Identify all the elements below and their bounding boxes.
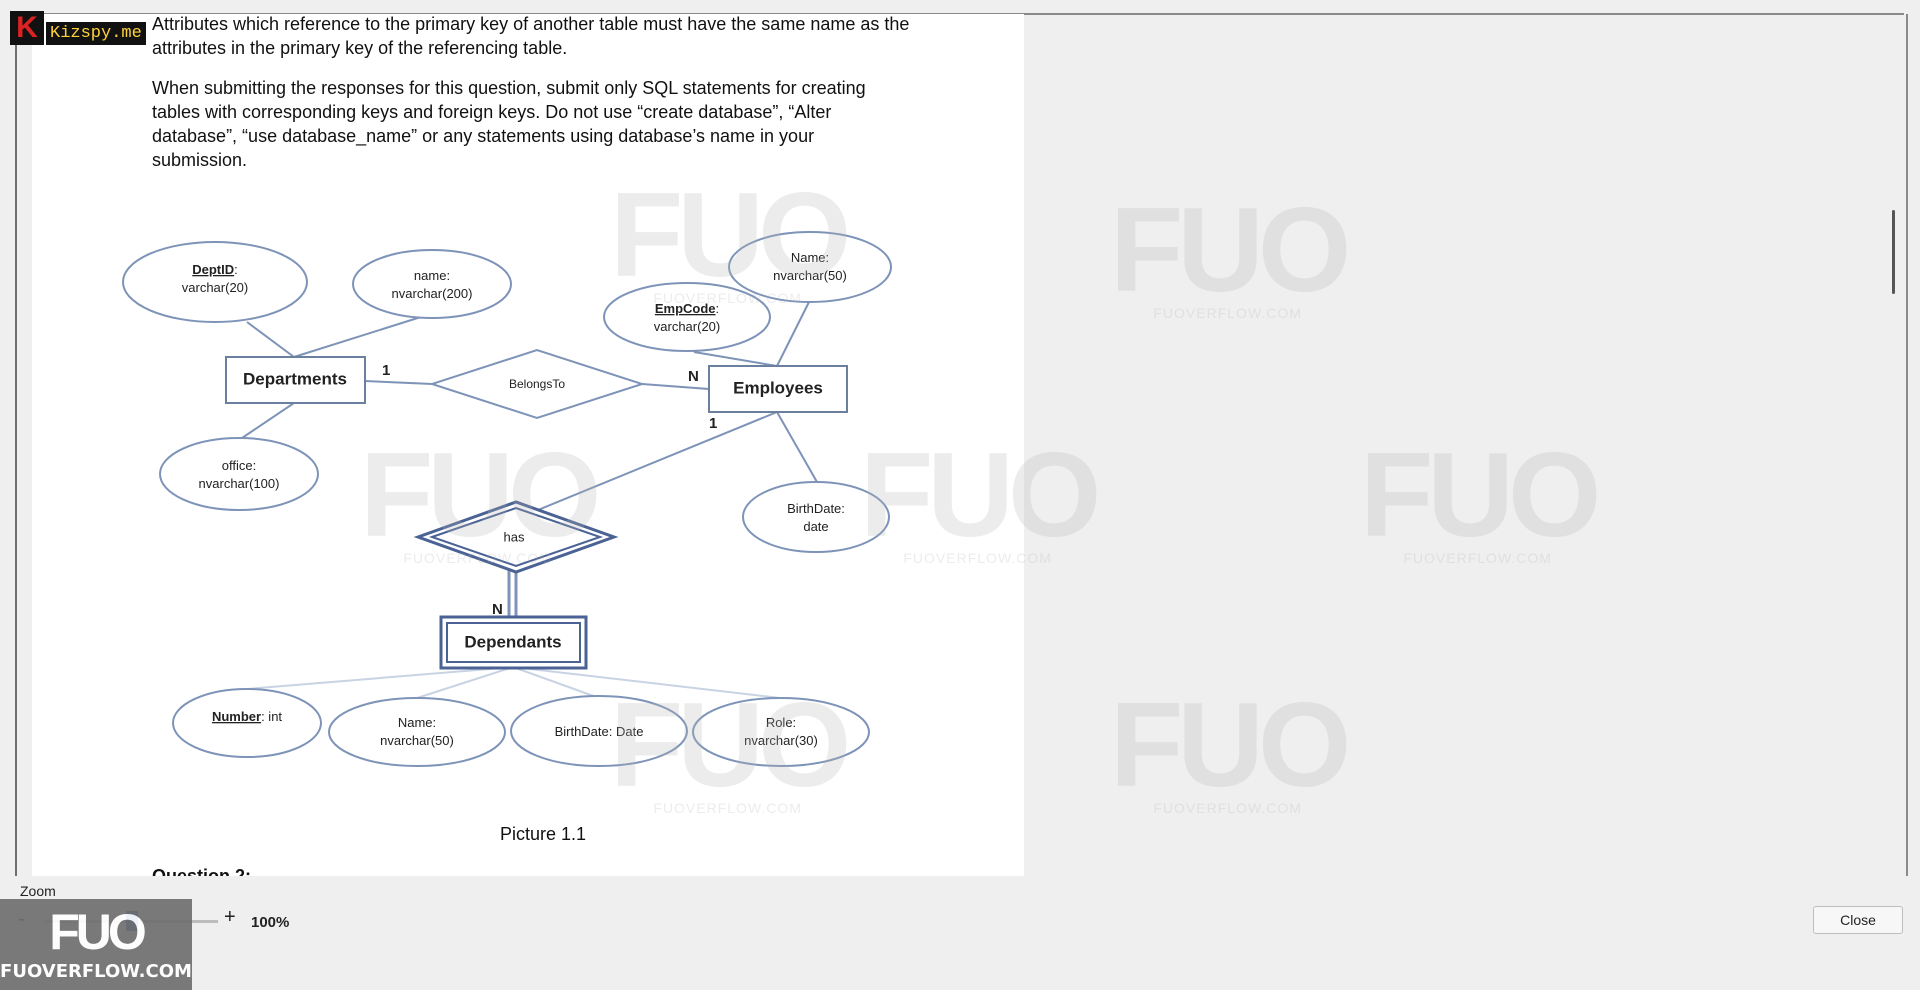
entity-employees-label: Employees — [733, 378, 823, 397]
attr-empcode: EmpCode: — [655, 301, 719, 316]
fuo-logo-icon: FUO — [49, 904, 147, 960]
kizspy-text: Kizspy.me — [46, 21, 146, 45]
attr-emp-name-type: nvarchar(50) — [773, 268, 847, 283]
entity-dependants — [439, 615, 588, 670]
zoom-label: Zoom — [20, 883, 56, 899]
attr-dep-name: Name: — [398, 715, 436, 730]
relationship-has-label: has — [504, 529, 525, 544]
attr-dep-name-type: nvarchar(50) — [380, 733, 454, 748]
attr-dep-role: Role: — [766, 715, 796, 730]
paragraph-attributes-rule: Attributes which reference to the primar… — [152, 14, 910, 58]
attr-dept-office: office: — [222, 458, 256, 473]
attr-dept-name: name: — [414, 268, 450, 283]
kizspy-badge: K Kizspy.me — [10, 10, 146, 46]
window-left-border — [15, 14, 17, 876]
vertical-scrollbar-thumb[interactable] — [1892, 210, 1895, 294]
attr-dep-role-type: nvarchar(30) — [744, 733, 818, 748]
kizspy-logo-icon: K — [10, 11, 44, 45]
entity-departments-label: Departments — [243, 369, 347, 388]
entity-departments — [225, 356, 366, 404]
cardinality-emp-belongs: N — [688, 368, 699, 385]
entity-dependants-label: Dependants — [464, 632, 561, 651]
attr-emp-birthdate: BirthDate: — [787, 501, 845, 516]
entity-employees — [708, 365, 848, 413]
zoom-in-button[interactable]: + — [224, 906, 236, 928]
close-button[interactable]: Close — [1813, 906, 1903, 934]
attr-deptid: DeptID: — [192, 262, 238, 277]
question-2-heading: Question 2: — [152, 866, 252, 876]
fuo-logo-url: FUOVERFLOW.COM — [0, 961, 192, 982]
relationship-has — [413, 500, 619, 574]
attr-dept-office-type: nvarchar(100) — [199, 476, 280, 491]
attr-dep-number: Number: int — [212, 709, 282, 724]
attr-emp-birthdate-type: date — [803, 519, 828, 534]
window-right-border — [1906, 14, 1908, 876]
zoom-percentage: 100% — [251, 914, 290, 931]
attr-empcode-type: varchar(20) — [654, 319, 720, 334]
relationship-belongsto-label: BelongsTo — [509, 377, 565, 391]
fuoverflow-logo: FUO FUOVERFLOW.COM — [0, 899, 192, 990]
attr-deptid-type: varchar(20) — [182, 280, 248, 295]
cardinality-emp-has: 1 — [709, 415, 717, 432]
er-diagram: Departments Employees Dependants Belongs… — [122, 231, 892, 767]
paragraph-submission-rule: When submitting the responses for this q… — [152, 78, 866, 170]
relationship-belongsto — [428, 348, 646, 420]
attr-emp-name: Name: — [791, 250, 829, 265]
cardinality-dept-belongs: 1 — [382, 362, 390, 379]
attr-dep-birthdate: BirthDate: Date — [555, 724, 644, 739]
document-page: Attributes which reference to the primar… — [32, 14, 1024, 876]
cardinality-dep-has: N — [492, 601, 503, 618]
figure-caption: Picture 1.1 — [499, 824, 587, 844]
attr-dept-name-type: nvarchar(200) — [392, 286, 473, 301]
